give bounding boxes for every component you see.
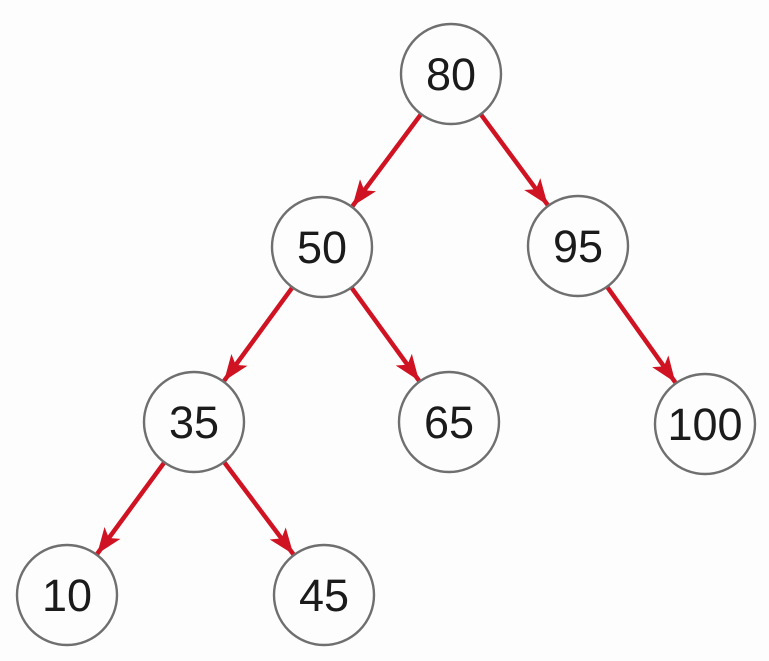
tree-edge-95-100 xyxy=(605,285,678,384)
node-circle-100 xyxy=(653,372,757,476)
tree-node-35: 35 xyxy=(142,370,246,474)
tree-node-80: 80 xyxy=(399,22,503,126)
node-circle-65 xyxy=(397,370,501,474)
tree-node-95: 95 xyxy=(526,194,630,298)
node-circle-95 xyxy=(526,194,630,298)
node-label-10: 10 xyxy=(42,570,92,621)
tree-edge-35-45 xyxy=(222,460,296,556)
node-circle-45 xyxy=(272,543,376,647)
node-label-65: 65 xyxy=(424,397,474,448)
node-label-80: 80 xyxy=(426,49,476,100)
tree-node-50: 50 xyxy=(270,195,374,299)
node-circle-80 xyxy=(399,22,503,126)
node-circle-50 xyxy=(270,195,374,299)
tree-node-100: 100 xyxy=(653,372,757,476)
node-label-95: 95 xyxy=(553,221,603,272)
node-circle-35 xyxy=(142,370,246,474)
node-label-100: 100 xyxy=(667,399,742,450)
tree-node-65: 65 xyxy=(397,370,501,474)
node-label-35: 35 xyxy=(169,397,219,448)
tree-edge-50-65 xyxy=(349,286,421,383)
node-label-45: 45 xyxy=(299,570,349,621)
tree-edge-80-50 xyxy=(350,112,423,208)
tree-node-10: 10 xyxy=(15,543,119,647)
tree-node-45: 45 xyxy=(272,543,376,647)
node-circle-10 xyxy=(15,543,119,647)
tree-edge-50-35 xyxy=(222,286,295,383)
tree-edge-80-95 xyxy=(478,112,550,207)
tree-edge-35-10 xyxy=(95,460,167,556)
node-label-50: 50 xyxy=(297,222,347,273)
